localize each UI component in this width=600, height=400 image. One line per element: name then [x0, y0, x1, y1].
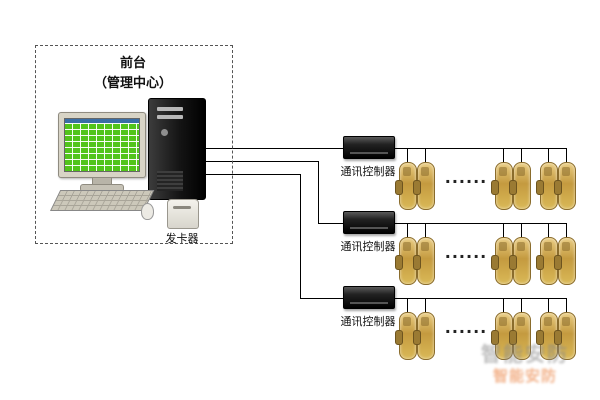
wire-drop: [503, 148, 504, 162]
more-locks-ellipsis: ······: [444, 322, 488, 341]
wire-bus-row3: [300, 298, 567, 299]
door-lock: [554, 312, 576, 360]
more-locks-ellipsis: ······: [444, 172, 488, 191]
wire-drop: [407, 298, 408, 312]
mouse: [141, 203, 154, 220]
keyboard: [50, 190, 155, 211]
card-issuer-label: 发卡器: [165, 232, 199, 245]
comm-controller-2: [343, 211, 395, 234]
watermark-line2: 智能安防: [492, 367, 557, 385]
door-lock: [536, 312, 558, 360]
wire-drop: [503, 298, 504, 312]
computer-tower: [148, 98, 206, 200]
door-lock: [491, 237, 513, 285]
cd-drive-slot: [157, 107, 183, 111]
cd-drive-slot: [157, 115, 183, 119]
front-desk-title-line1: 前台: [119, 56, 146, 71]
front-desk-boundary: [35, 45, 233, 244]
comm-controller-3: [343, 286, 395, 309]
door-lock: [509, 312, 531, 360]
comm-controller-2-label: 通讯控制器: [340, 240, 396, 253]
monitor-screen: [64, 118, 140, 172]
door-lock: [395, 312, 417, 360]
door-lock: [413, 312, 435, 360]
wire-drop: [407, 148, 408, 162]
software-titlebar: [65, 119, 139, 123]
wire-drop: [548, 223, 549, 237]
door-lock: [509, 237, 531, 285]
more-locks-ellipsis: ······: [444, 247, 488, 266]
wire-drop: [503, 223, 504, 237]
wire-drop: [548, 148, 549, 162]
comm-controller-1: [343, 136, 395, 159]
wire-drop: [566, 223, 567, 237]
door-lock: [413, 237, 435, 285]
wire-trunk-row3-h: [203, 174, 300, 175]
wire-drop: [425, 223, 426, 237]
wire-drop: [425, 148, 426, 162]
wire-trunk-row3-v: [300, 174, 301, 298]
power-button-icon: [161, 129, 168, 136]
wire-drop: [521, 148, 522, 162]
door-lock: [509, 162, 531, 210]
computer-monitor: [58, 112, 146, 178]
wire-drop: [566, 148, 567, 162]
door-lock: [554, 237, 576, 285]
comm-controller-3-label: 通讯控制器: [340, 315, 396, 328]
wire-drop: [425, 298, 426, 312]
wire-drop: [521, 298, 522, 312]
wire-drop: [566, 298, 567, 312]
door-lock: [536, 162, 558, 210]
wire-drop: [521, 223, 522, 237]
wire-trunk-row2-v: [318, 161, 319, 223]
wire-drop: [407, 223, 408, 237]
wire-bus-row2: [318, 223, 567, 224]
front-desk-title: 前台 （管理中心）: [35, 54, 231, 93]
wire-trunk-row2-h: [203, 161, 318, 162]
wire-drop: [548, 298, 549, 312]
card-issuer-device: [167, 199, 199, 229]
comm-controller-1-label: 通讯控制器: [340, 165, 396, 178]
front-desk-title-line2: （管理中心）: [93, 75, 172, 91]
door-lock: [554, 162, 576, 210]
tower-vent: [157, 171, 183, 191]
door-lock: [413, 162, 435, 210]
